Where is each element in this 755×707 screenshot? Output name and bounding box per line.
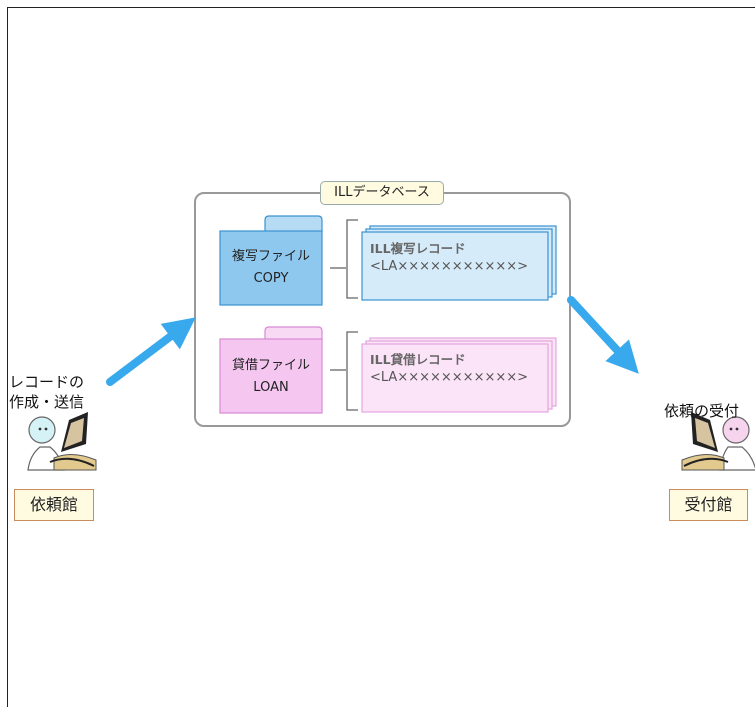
diagram-frame	[7, 7, 755, 707]
loan-record-code: <LA×××××××××××>	[370, 370, 529, 385]
copy-file-code: COPY	[253, 271, 289, 286]
loan-record-label: ILL貸借レコード <LA×××××××××××>	[370, 351, 528, 387]
loan-record-stack	[361, 337, 557, 413]
loan-bracket	[330, 331, 358, 411]
requester-library-label: 依頼館	[14, 489, 94, 521]
loan-file-code: LOAN	[253, 380, 289, 395]
copy-folder-icon	[219, 215, 323, 306]
requester-action-line1: レコードの	[9, 373, 85, 391]
receiver-library-label: 受付館	[669, 489, 748, 521]
copy-record-stack	[361, 225, 557, 301]
copy-record-code: <LA×××××××××××>	[370, 259, 529, 274]
loan-folder-label: 貸借ファイル LOAN	[220, 355, 322, 399]
loan-record-title: ILL貸借レコード	[370, 352, 466, 367]
loan-file-name: 貸借ファイル	[231, 358, 310, 373]
send-arrow	[106, 317, 196, 386]
requester-action-line2: 作成・送信	[9, 393, 85, 411]
copy-folder-label: 複写ファイル COPY	[220, 246, 322, 290]
requester-action: レコードの 作成・送信	[9, 372, 84, 412]
requester-person-icon	[27, 412, 97, 471]
copy-bracket	[330, 219, 358, 299]
copy-record-title: ILL複写レコード	[370, 241, 466, 256]
receiver-person-icon	[681, 412, 755, 471]
loan-folder-icon	[219, 326, 323, 414]
database-title: ILLデータベース	[320, 181, 444, 205]
receiver-action: 依頼の受付	[664, 402, 740, 420]
receive-arrow	[567, 296, 639, 374]
ill-flow-diagram	[27, 192, 755, 471]
copy-file-name: 複写ファイル	[231, 249, 310, 264]
copy-record-label: ILL複写レコード <LA×××××××××××>	[370, 240, 528, 276]
